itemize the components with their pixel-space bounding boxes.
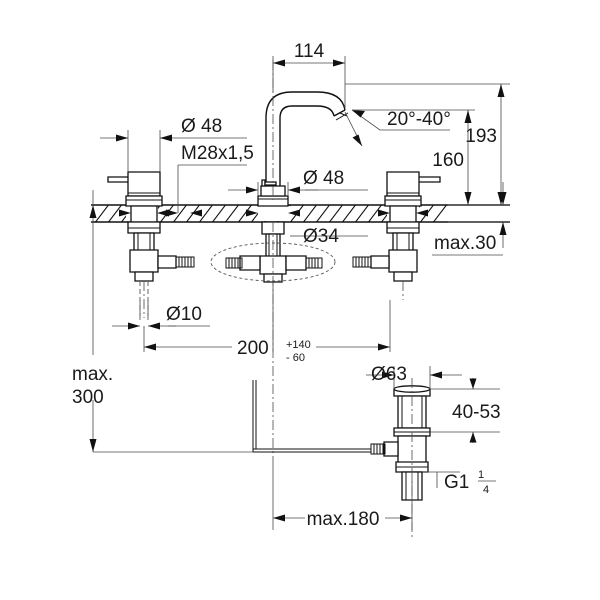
dim-dia48-base-label: Ø 48 [303,168,344,189]
dim-waste-thread: G1 1 4 [422,469,496,496]
dim-200-tol-upper: +140 [286,339,311,351]
dim-max-drop-label-1: max. [72,364,113,385]
left-valve-assembly [107,171,195,318]
dim-tail-dia: Ø10 [112,300,210,330]
dim-g1-fraction-denominator: 4 [483,484,489,496]
deck-left-witness [89,190,97,232]
dim-193-label: 193 [465,126,497,147]
dim-max-drop: max. 300 [72,232,273,453]
dim-outlet-angle: 20°-40° [344,109,451,147]
dim-max-outlet-distance: max.180 [272,460,413,530]
dim-waste-height-range: 40-53 [430,378,501,443]
dim-m28-label: M28x1,5 [181,143,254,164]
dim-hole-spacing: 200 +140 - 60 [143,282,391,364]
spout-assembly [257,60,349,460]
dim-4053-label: 40-53 [452,402,501,423]
dim-dia63-label: Ø63 [371,364,407,385]
dim-thread-m28: M28x1,5 [166,143,254,217]
dim-waste-flange-dia: Ø63 [366,364,462,389]
right-valve-assembly [352,171,441,300]
dim-spout-height: 160 [352,109,475,205]
dim-spout-base-dia: Ø 48 [228,168,368,196]
dim-g1-fraction-numerator: 1 [478,469,484,481]
dim-g1-label: G1 [444,472,469,493]
dim-200-label: 200 [237,338,269,359]
dim-handle-cap-dia: Ø 48 [100,116,247,172]
waste-assembly [252,378,431,540]
hose-connectors-center [225,255,323,271]
dim-deck-thickness: max.30 [432,182,510,256]
dim-max-drop-label-2: 300 [72,387,104,408]
dim-spout-reach: 114 [272,41,346,108]
dim-max30-label: max.30 [434,233,496,254]
dim-dia34-label: Ø34 [303,226,339,247]
dim-total-height: 193 [345,83,510,206]
dim-dia10-label: Ø10 [166,304,202,325]
dim-spout-shank-dia: Ø34 [290,226,368,247]
dim-dia48-top-label: Ø 48 [181,116,222,137]
flexible-hose-loop [210,242,336,282]
dim-200-tol-lower: - 60 [286,352,305,364]
dim-max180-label: max.180 [307,509,380,530]
dim-angle-label: 20°-40° [387,109,451,130]
dim-114-label: 114 [294,41,325,62]
dim-160-label: 160 [432,150,464,171]
deck-body-witness-arrows [119,209,428,217]
